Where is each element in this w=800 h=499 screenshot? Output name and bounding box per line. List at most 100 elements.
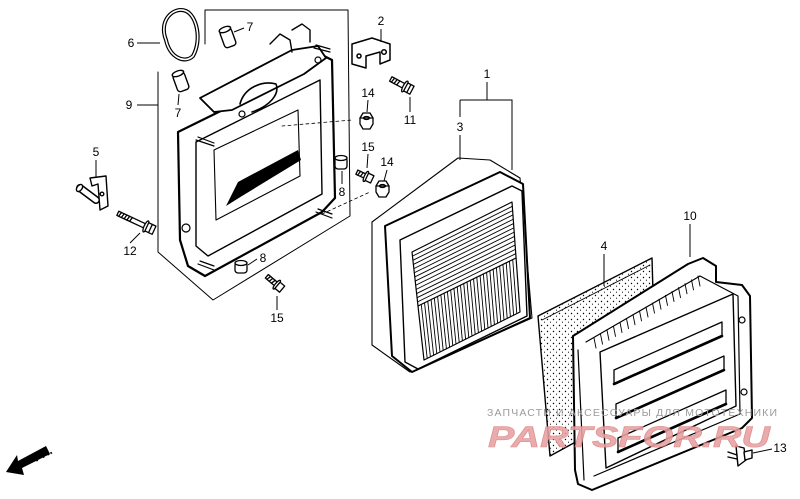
callout-8b: 8 — [260, 251, 267, 265]
pleat-line — [416, 248, 516, 299]
callout-11: 11 — [404, 113, 417, 127]
pleat-line — [469, 279, 476, 335]
leader-line-7a — [233, 27, 245, 33]
leader-line-15a — [366, 153, 369, 169]
pleat-line — [495, 267, 502, 323]
callout-14a: 14 — [361, 86, 375, 100]
filter-face — [411, 201, 521, 361]
part-15-bolt — [264, 273, 286, 293]
pleat-line — [453, 287, 460, 343]
cover-louver — [614, 355, 726, 420]
part-14-nut — [375, 180, 390, 198]
cover-rim — [585, 275, 741, 477]
leader-line-14b — [383, 169, 388, 182]
cover-hole — [740, 388, 748, 396]
watermark-tagline: ЗАПЧАСТИ И АКСЕССУАРЫ ДЛЯ МОТОТЕХНИКИ — [487, 407, 777, 419]
pleat-line — [412, 210, 514, 261]
part-6-gasket — [162, 8, 200, 62]
leader-lines — [95, 27, 773, 454]
cover-rib — [606, 329, 610, 341]
front-direction-indicator: FR. — [6, 443, 54, 475]
pleat-line — [476, 276, 483, 332]
cover-rib — [652, 302, 655, 314]
cover-rib — [632, 314, 636, 326]
case-inner-wall — [213, 109, 301, 221]
pleat-line — [433, 297, 441, 353]
case-hole — [181, 223, 191, 233]
pleat-line — [427, 300, 435, 356]
pleat-line — [450, 289, 457, 345]
pleat-line — [440, 294, 447, 350]
cover-rib — [619, 322, 623, 333]
pleat-line — [486, 271, 492, 327]
callout-15b: 15 — [270, 311, 284, 325]
part-15-bolt — [355, 169, 375, 184]
pleat-line — [492, 268, 499, 324]
filter-frame-inner — [399, 185, 528, 370]
cover-rib — [671, 291, 675, 302]
part-14-nut — [359, 112, 374, 130]
case-top-housing — [199, 45, 327, 113]
pleat-line — [456, 286, 463, 342]
pleat-line — [430, 299, 438, 355]
case-top-clips — [269, 23, 311, 53]
pleat-line — [466, 281, 473, 337]
callout-6: 6 — [128, 36, 135, 50]
callout-labels: 1 2 3 4 5 6 7 7 8 8 9 10 11 12 13 14 14 … — [93, 14, 787, 455]
pleat-line — [414, 227, 515, 278]
pleat-line — [446, 291, 454, 347]
callout-1: 1 — [484, 67, 491, 81]
part-2-bracket — [351, 37, 391, 69]
leader-line-14a — [366, 99, 369, 113]
cover-hole — [738, 316, 746, 324]
pleat-line — [509, 260, 515, 316]
filter-pleats-bottom — [420, 259, 518, 359]
pleat-line — [420, 303, 428, 359]
cover-rib — [691, 279, 694, 291]
callout-2: 2 — [378, 14, 385, 28]
pleat-line — [415, 240, 516, 290]
cover-rib — [600, 333, 603, 345]
case-plate-inner — [195, 79, 323, 257]
pleat-line — [412, 214, 514, 265]
pleat-line — [460, 284, 467, 340]
pleat-line — [489, 270, 495, 326]
part-5-bracket — [75, 175, 109, 211]
case-exploded-frame — [157, 9, 351, 301]
pleat-line — [414, 231, 515, 282]
cover-rib — [613, 325, 616, 337]
callout-14b: 14 — [380, 155, 394, 169]
cover-rib — [626, 318, 629, 330]
leader-line-1 — [459, 82, 513, 170]
cover-louver — [612, 321, 724, 386]
pleat-line — [416, 244, 516, 294]
callout-7a: 7 — [247, 20, 254, 34]
case-hole — [314, 56, 322, 64]
watermark: ЗАПЧАСТИ И АКСЕССУАРЫ ДЛЯ МОТОТЕХНИКИ PA… — [487, 407, 777, 454]
cover-rib — [593, 337, 597, 349]
pleat-line — [424, 302, 431, 358]
front-arrow-icon — [6, 446, 50, 475]
callout-7b: 7 — [175, 106, 182, 120]
leader-line-8b — [247, 258, 258, 266]
pleat-line — [479, 275, 486, 331]
pleat-line — [415, 236, 515, 286]
cover-rib — [678, 287, 681, 299]
alignment-line — [321, 191, 371, 215]
filter-frame-outer — [384, 171, 531, 373]
callout-12: 12 — [123, 244, 137, 258]
case-stud — [313, 44, 331, 53]
pleat-line — [412, 205, 513, 257]
part-7-spacer — [171, 69, 190, 93]
pleat-line — [413, 223, 514, 274]
cover-rib — [658, 298, 662, 310]
case-stud — [315, 208, 333, 219]
filter-pleats-top — [412, 205, 517, 303]
callout-4: 4 — [601, 239, 608, 253]
alignment-line — [281, 119, 353, 127]
part-8-grommet — [234, 259, 248, 274]
pleat-line — [463, 283, 470, 339]
pleat-line — [417, 253, 517, 303]
cover-rib — [665, 294, 668, 306]
part-3-filter-element — [371, 157, 533, 373]
